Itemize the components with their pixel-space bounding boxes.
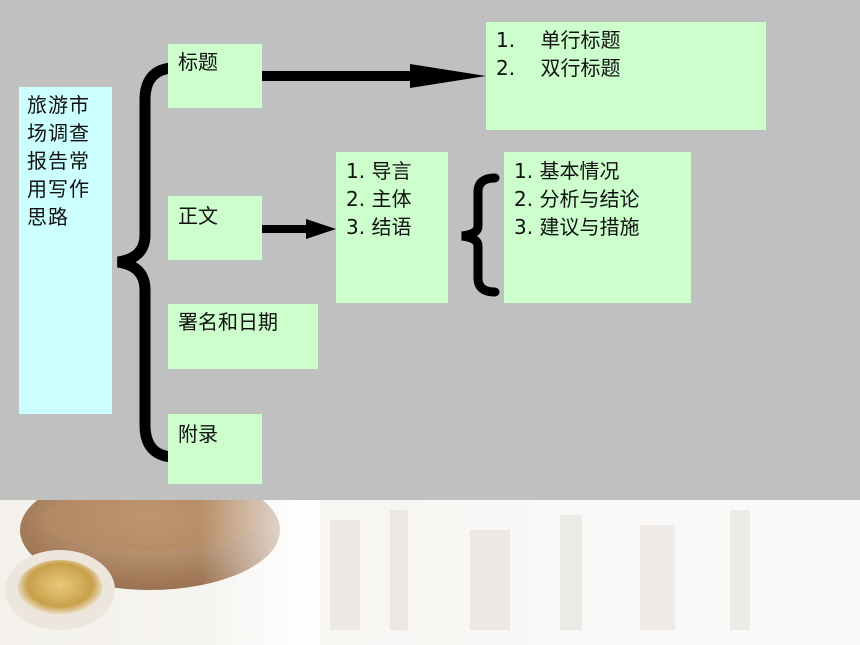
root-line: 报告常 xyxy=(27,149,90,173)
item-number: 3. xyxy=(514,215,534,239)
item-text: 分析与结论 xyxy=(539,187,640,211)
item-number: 2. xyxy=(496,56,516,80)
list-item: 3. 建议与措施 xyxy=(514,213,681,241)
sub-brace xyxy=(461,173,500,297)
list-item: 1. 基本情况 xyxy=(514,157,681,185)
list-item: 3. 结语 xyxy=(346,213,438,241)
list-item: 2. 双行标题 xyxy=(496,54,756,82)
list-item: 1. 单行标题 xyxy=(496,26,756,54)
decorative-tea-image xyxy=(0,500,860,645)
arrow-title xyxy=(262,64,486,88)
item-text: 主体 xyxy=(371,187,412,211)
item-text: 基本情况 xyxy=(539,159,620,183)
item-number: 1. xyxy=(514,159,534,183)
item-text: 双行标题 xyxy=(540,56,621,80)
root-topic-box: 旅游市 场调查 报告常 用写作 思路 xyxy=(19,87,112,414)
item-number: 2. xyxy=(346,187,366,211)
root-line: 用写作 xyxy=(27,177,90,201)
section-label: 附录 xyxy=(178,422,218,446)
item-number: 1. xyxy=(346,159,366,183)
root-line: 场调查 xyxy=(27,121,90,145)
root-line: 旅游市 xyxy=(27,93,90,117)
arrow-body xyxy=(262,219,336,239)
main-brace xyxy=(116,62,178,463)
list-item: 2. 分析与结论 xyxy=(514,185,681,213)
body-parts-box: 1. 导言 2. 主体 3. 结语 xyxy=(336,152,448,303)
item-text: 建议与措施 xyxy=(539,215,640,239)
main-body-items-box: 1. 基本情况 2. 分析与结论 3. 建议与措施 xyxy=(504,152,691,303)
title-types-box: 1. 单行标题 2. 双行标题 xyxy=(486,22,766,130)
item-number: 1. xyxy=(496,28,516,52)
section-signature-date-box: 署名和日期 xyxy=(168,304,318,369)
section-label: 标题 xyxy=(178,50,218,74)
list-item: 1. 导言 xyxy=(346,157,438,185)
section-label: 正文 xyxy=(178,204,218,228)
root-line: 思路 xyxy=(27,205,69,229)
section-label: 署名和日期 xyxy=(178,310,278,334)
item-text: 导言 xyxy=(371,159,412,183)
item-text: 结语 xyxy=(371,215,412,239)
item-number: 3. xyxy=(346,215,366,239)
section-appendix-box: 附录 xyxy=(168,414,262,484)
item-number: 2. xyxy=(514,187,534,211)
list-item: 2. 主体 xyxy=(346,185,438,213)
section-title-box: 标题 xyxy=(168,44,262,108)
section-body-box: 正文 xyxy=(168,196,262,260)
item-text: 单行标题 xyxy=(540,28,621,52)
